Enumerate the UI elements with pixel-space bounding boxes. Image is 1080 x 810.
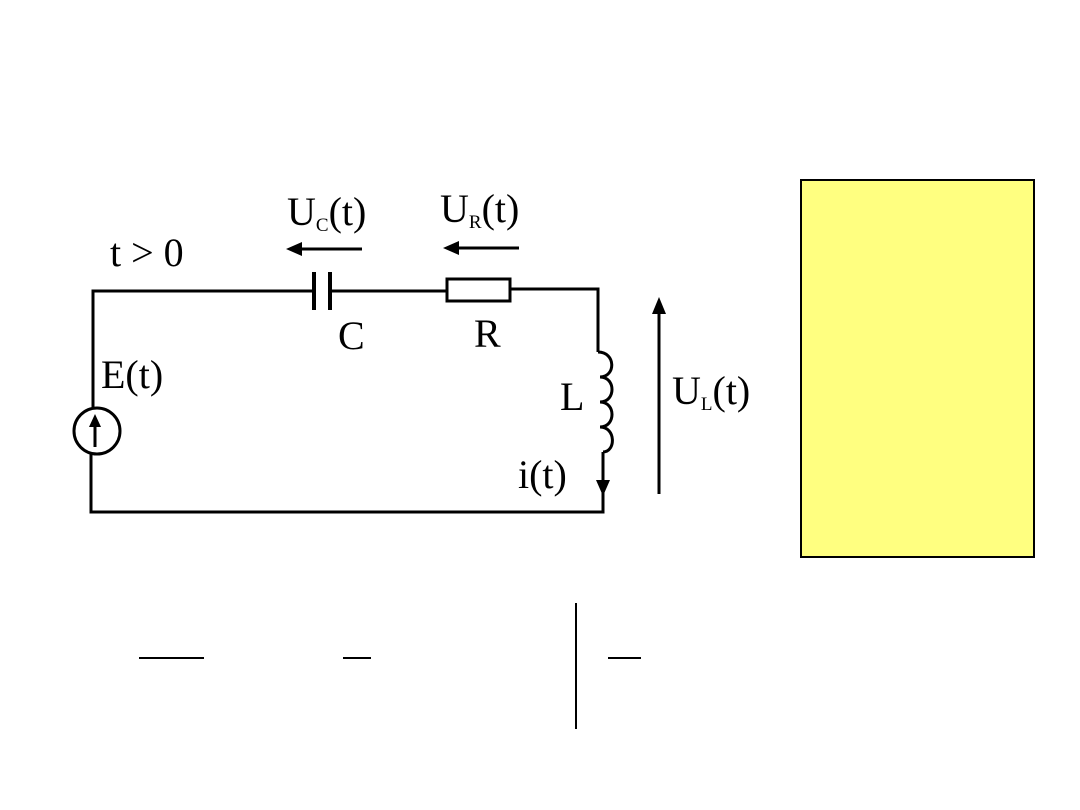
current-arrow [596, 455, 610, 496]
inductor-voltage-arrow [652, 297, 666, 494]
voltage-source-symbol [72, 406, 122, 456]
resistor-symbol [445, 277, 512, 303]
capacitor-label: C [338, 313, 365, 358]
equation-fragments [139, 603, 641, 729]
resistor-voltage-arrow [443, 241, 519, 255]
inductor-symbol [597, 350, 614, 454]
resistor-voltage-label: UR(t) [440, 186, 519, 233]
current-label: i(t) [518, 452, 567, 497]
capacitor-symbol [312, 272, 332, 310]
wire-res-ind [510, 287, 600, 352]
wire-left-top [91, 289, 314, 408]
time-condition-label: t > 0 [110, 230, 184, 275]
capacitor-voltage-label: UC(t) [287, 189, 366, 236]
source-label: E(t) [101, 352, 163, 397]
capacitor-voltage-arrow [286, 242, 362, 256]
resistor-label: R [474, 311, 501, 356]
inductor-voltage-label: UL(t) [672, 368, 750, 415]
inductor-label: L [560, 374, 584, 419]
yellow-panel [800, 179, 1035, 558]
